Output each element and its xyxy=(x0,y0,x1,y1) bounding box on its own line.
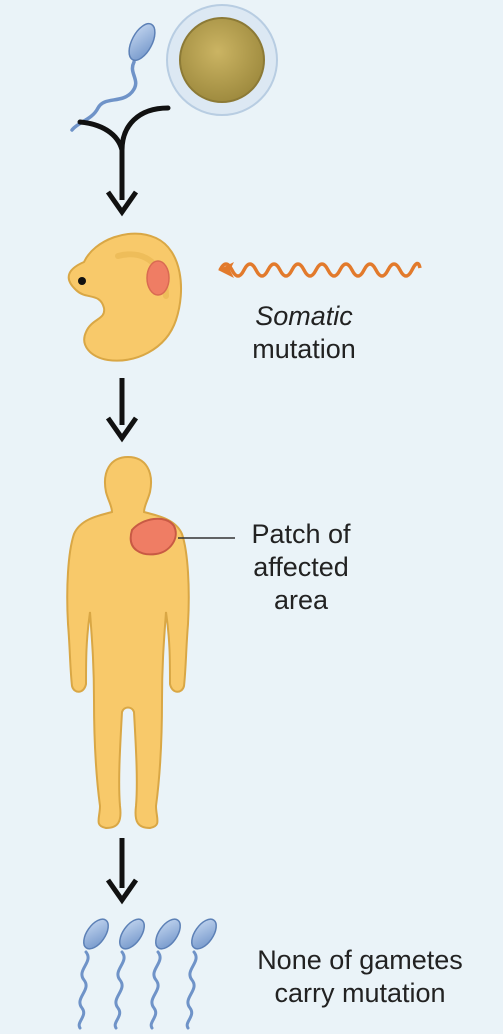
gamete-sperm-icon xyxy=(187,915,221,1028)
somatic-mutation-label: Somatic mutation xyxy=(224,300,384,366)
patch-label-line2: affected xyxy=(236,551,366,584)
gamete-arrow xyxy=(108,838,136,900)
patch-label-line1: Patch of xyxy=(236,518,366,551)
human-body-icon xyxy=(67,457,189,828)
gametes-group xyxy=(79,915,221,1028)
fertilization-arrow xyxy=(80,108,168,212)
embryo-icon xyxy=(69,234,181,361)
patch-label: Patch of affected area xyxy=(236,518,366,617)
mutation-wave-icon xyxy=(218,262,420,278)
patch-label-line3: area xyxy=(236,584,366,617)
gametes-label-line1: None of gametes xyxy=(222,944,498,977)
gamete-sperm-icon xyxy=(115,915,149,1028)
gametes-label-line2: carry mutation xyxy=(222,977,498,1010)
somatic-label-line2: mutation xyxy=(224,333,384,366)
affected-patch xyxy=(131,519,176,555)
development-arrow xyxy=(108,378,136,438)
somatic-label-line1: Somatic xyxy=(224,300,384,333)
gamete-sperm-icon xyxy=(151,915,185,1028)
egg-cell-icon xyxy=(167,5,277,115)
gametes-label: None of gametes carry mutation xyxy=(222,944,498,1010)
gamete-sperm-icon xyxy=(79,915,113,1028)
